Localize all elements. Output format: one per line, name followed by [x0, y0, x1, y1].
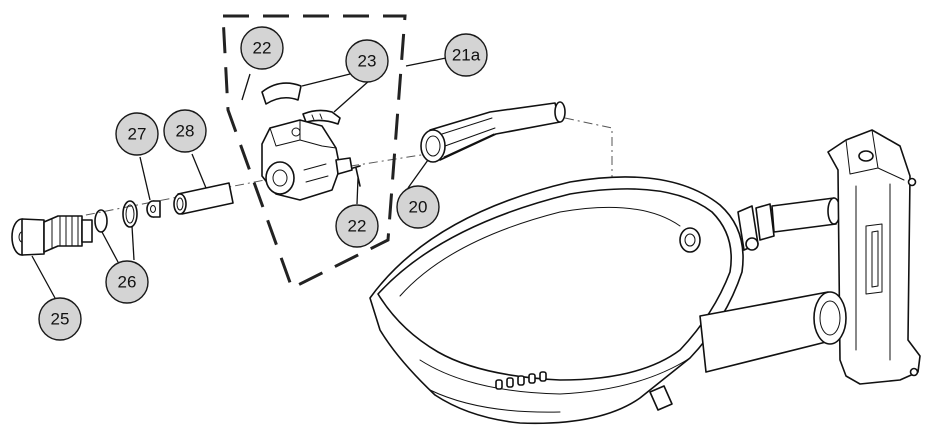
- part-20-nozzle: [420, 101, 566, 163]
- callout-label: 26: [118, 273, 137, 292]
- part-25-valve-button: [11, 215, 93, 256]
- bowl-drain-slots: [495, 371, 547, 390]
- callout-20: 20: [396, 185, 440, 229]
- callout-bubble: [115, 112, 159, 156]
- callout-26: 26: [105, 260, 149, 304]
- callout-23: 23: [345, 39, 389, 83]
- callout-bubble: [163, 109, 207, 153]
- callout-bubble: [38, 297, 82, 341]
- callout-label: 25: [51, 310, 70, 329]
- callout-bubble: [335, 204, 379, 248]
- part-28-sleeve: [173, 182, 234, 215]
- callout-27: 27: [115, 112, 159, 156]
- callout-label: 22: [253, 39, 272, 58]
- callout-label: 23: [358, 52, 377, 71]
- callout-label: 27: [128, 125, 147, 144]
- callout-label: 28: [176, 122, 195, 141]
- assembly-21a-dashed-box: [221, 14, 407, 291]
- callout-bubble: [240, 26, 284, 70]
- callout-25: 25: [38, 297, 82, 341]
- callout-21a: 21a: [444, 33, 488, 77]
- callout-label: 22: [348, 217, 367, 236]
- part-22-screw: [352, 165, 361, 187]
- callout-bubble: [444, 33, 488, 77]
- part-26-o-rings: [94, 200, 138, 233]
- part-drinking-bowl: [369, 176, 744, 425]
- callout-label: 21a: [452, 46, 481, 65]
- callout-bubble: [345, 39, 389, 83]
- callout-28: 28: [163, 109, 207, 153]
- callout-22-bottom: 22: [335, 204, 379, 248]
- callout-22-top: 22: [240, 26, 284, 70]
- part-valve-body: [261, 119, 353, 201]
- callout-label: 20: [409, 198, 428, 217]
- part-mounting-bracket: [699, 129, 921, 385]
- part-23-clips: [261, 82, 341, 125]
- callout-bubble: [396, 185, 440, 229]
- callout-bubble: [105, 260, 149, 304]
- part-27-nut: [146, 200, 161, 218]
- leader-lines: [31, 57, 447, 299]
